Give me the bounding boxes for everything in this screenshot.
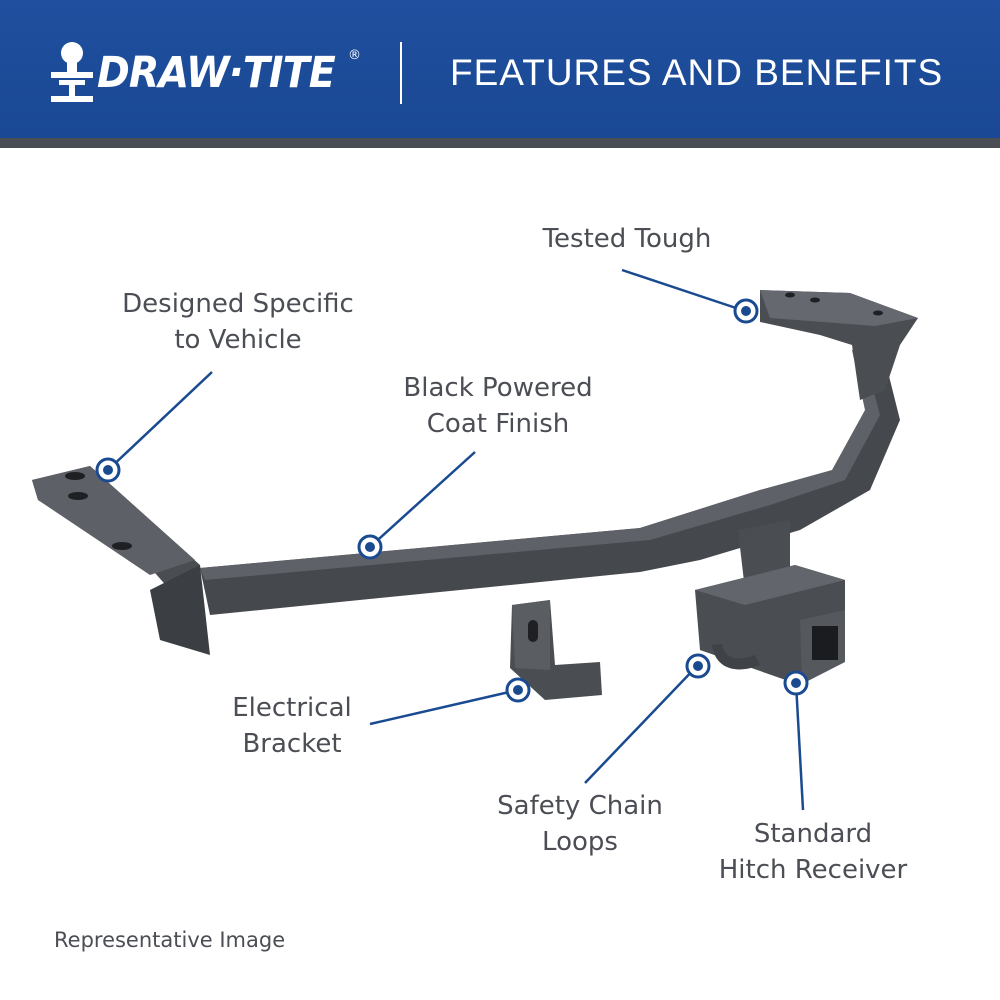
callout-line-2: to Vehicle xyxy=(174,325,302,355)
callout-markers xyxy=(95,298,809,703)
callout-tested-tough: Tested Tough xyxy=(517,221,737,257)
target-dot-icon xyxy=(685,653,711,679)
callout-line-1: Designed Specific xyxy=(122,289,354,319)
header-accent-strip xyxy=(0,138,1000,148)
callout-hitch-receiver: Standard Hitch Receiver xyxy=(693,816,933,888)
page-title: FEATURES AND BENEFITS xyxy=(450,52,944,93)
hitch-ball-icon xyxy=(51,42,93,102)
callout-lines xyxy=(107,268,805,811)
callout-safety-chain: Safety Chain Loops xyxy=(470,788,690,860)
receiver-assembly xyxy=(695,520,845,685)
callout-black-powder-coat: Black Powered Coat Finish xyxy=(358,370,638,442)
callout-line-1: Black Powered xyxy=(403,373,593,403)
electrical-bracket-part xyxy=(510,600,602,700)
target-dot-icon xyxy=(357,534,383,560)
target-dot-icon xyxy=(733,298,759,324)
cross-tube xyxy=(200,340,900,615)
callout-designed-specific: Designed Specific to Vehicle xyxy=(88,286,388,358)
callout-line-2: Hitch Receiver xyxy=(718,855,908,885)
right-mounting-bracket xyxy=(760,290,918,400)
callout-line-2: Coat Finish xyxy=(426,409,570,439)
callout-line-1: Tested Tough xyxy=(542,224,712,254)
left-mounting-bracket xyxy=(32,466,210,655)
representative-image-caption: Representative Image xyxy=(54,928,286,952)
target-dot-icon xyxy=(783,670,809,696)
brand-name: DRAW·TITE xyxy=(97,48,336,98)
target-dot-icon xyxy=(95,457,121,483)
header-banner: DRAW·TITE ® FEATURES AND BENEFITS xyxy=(0,0,1000,138)
callout-line-2: Bracket xyxy=(242,729,342,759)
callout-line-1: Standard xyxy=(753,819,873,849)
header-divider xyxy=(400,42,402,104)
callout-line-1: Safety Chain xyxy=(497,791,663,821)
callout-electrical-bracket: Electrical Bracket xyxy=(202,690,382,762)
callout-line-1: Electrical xyxy=(232,693,352,723)
registered-mark: ® xyxy=(348,48,361,63)
callout-line-2: Loops xyxy=(542,827,618,857)
target-dot-icon xyxy=(505,677,531,703)
draw-tite-logo: DRAW·TITE ® xyxy=(47,40,367,104)
